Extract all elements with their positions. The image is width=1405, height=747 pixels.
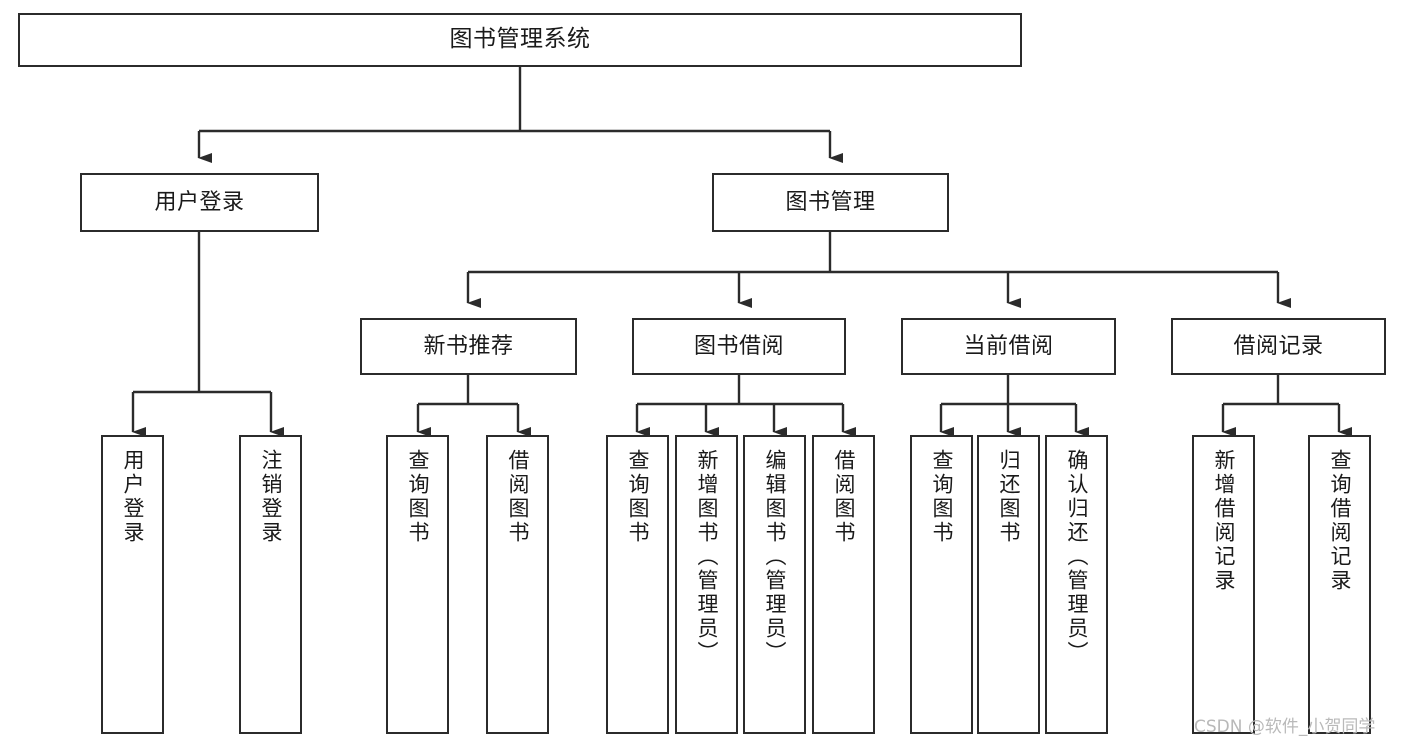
node-label: 新书推荐 bbox=[423, 333, 514, 359]
node-label: 新增图书（管理员） bbox=[695, 449, 719, 665]
node-label: 确认归还（管理员） bbox=[1065, 449, 1089, 665]
leaf-record-add-record[interactable]: 新增借阅记录 bbox=[1192, 435, 1255, 734]
node-user-login[interactable]: 用户登录 bbox=[80, 173, 319, 232]
leaf-borrow-borrow-book[interactable]: 借阅图书 bbox=[812, 435, 875, 734]
node-label: 当前借阅 bbox=[963, 333, 1054, 359]
node-label: 归还图书 bbox=[997, 449, 1021, 545]
leaf-borrow-add-book-admin[interactable]: 新增图书（管理员） bbox=[675, 435, 738, 734]
leaf-user-login-logout[interactable]: 注销登录 bbox=[239, 435, 302, 734]
leaf-borrow-edit-book-admin[interactable]: 编辑图书（管理员） bbox=[743, 435, 806, 734]
leaf-user-login-login[interactable]: 用户登录 bbox=[101, 435, 164, 734]
leaf-new-book-borrow[interactable]: 借阅图书 bbox=[486, 435, 549, 734]
leaf-current-confirm-return-admin[interactable]: 确认归还（管理员） bbox=[1045, 435, 1108, 734]
node-borrow-record[interactable]: 借阅记录 bbox=[1171, 318, 1386, 375]
node-label: 查询图书 bbox=[626, 449, 650, 545]
node-root-book-management-system[interactable]: 图书管理系统 bbox=[18, 13, 1022, 67]
node-label: 借阅图书 bbox=[832, 449, 856, 545]
node-label: 编辑图书（管理员） bbox=[763, 449, 787, 665]
leaf-new-book-query[interactable]: 查询图书 bbox=[386, 435, 449, 734]
node-new-book-recommend[interactable]: 新书推荐 bbox=[360, 318, 577, 375]
node-label: 图书借阅 bbox=[693, 333, 784, 359]
node-label: 借阅记录 bbox=[1233, 333, 1324, 359]
node-label: 用户登录 bbox=[121, 449, 145, 545]
node-label: 用户登录 bbox=[154, 189, 245, 215]
node-label: 图书管理 bbox=[785, 189, 876, 215]
node-current-borrow[interactable]: 当前借阅 bbox=[901, 318, 1116, 375]
leaf-current-query-book[interactable]: 查询图书 bbox=[910, 435, 973, 734]
leaf-current-return-book[interactable]: 归还图书 bbox=[977, 435, 1040, 734]
node-label: 查询借阅记录 bbox=[1328, 449, 1352, 593]
leaf-borrow-query-book[interactable]: 查询图书 bbox=[606, 435, 669, 734]
watermark: CSDN @软件_小贺同学 bbox=[1194, 717, 1376, 737]
node-label: 借阅图书 bbox=[506, 449, 530, 545]
node-book-management[interactable]: 图书管理 bbox=[712, 173, 949, 232]
leaf-record-query-record[interactable]: 查询借阅记录 bbox=[1308, 435, 1371, 734]
node-book-borrow[interactable]: 图书借阅 bbox=[632, 318, 846, 375]
node-label: 新增借阅记录 bbox=[1212, 449, 1236, 593]
node-label: 查询图书 bbox=[406, 449, 430, 545]
node-label: 注销登录 bbox=[259, 449, 283, 545]
node-label: 查询图书 bbox=[930, 449, 954, 545]
node-label: 图书管理系统 bbox=[449, 26, 591, 53]
